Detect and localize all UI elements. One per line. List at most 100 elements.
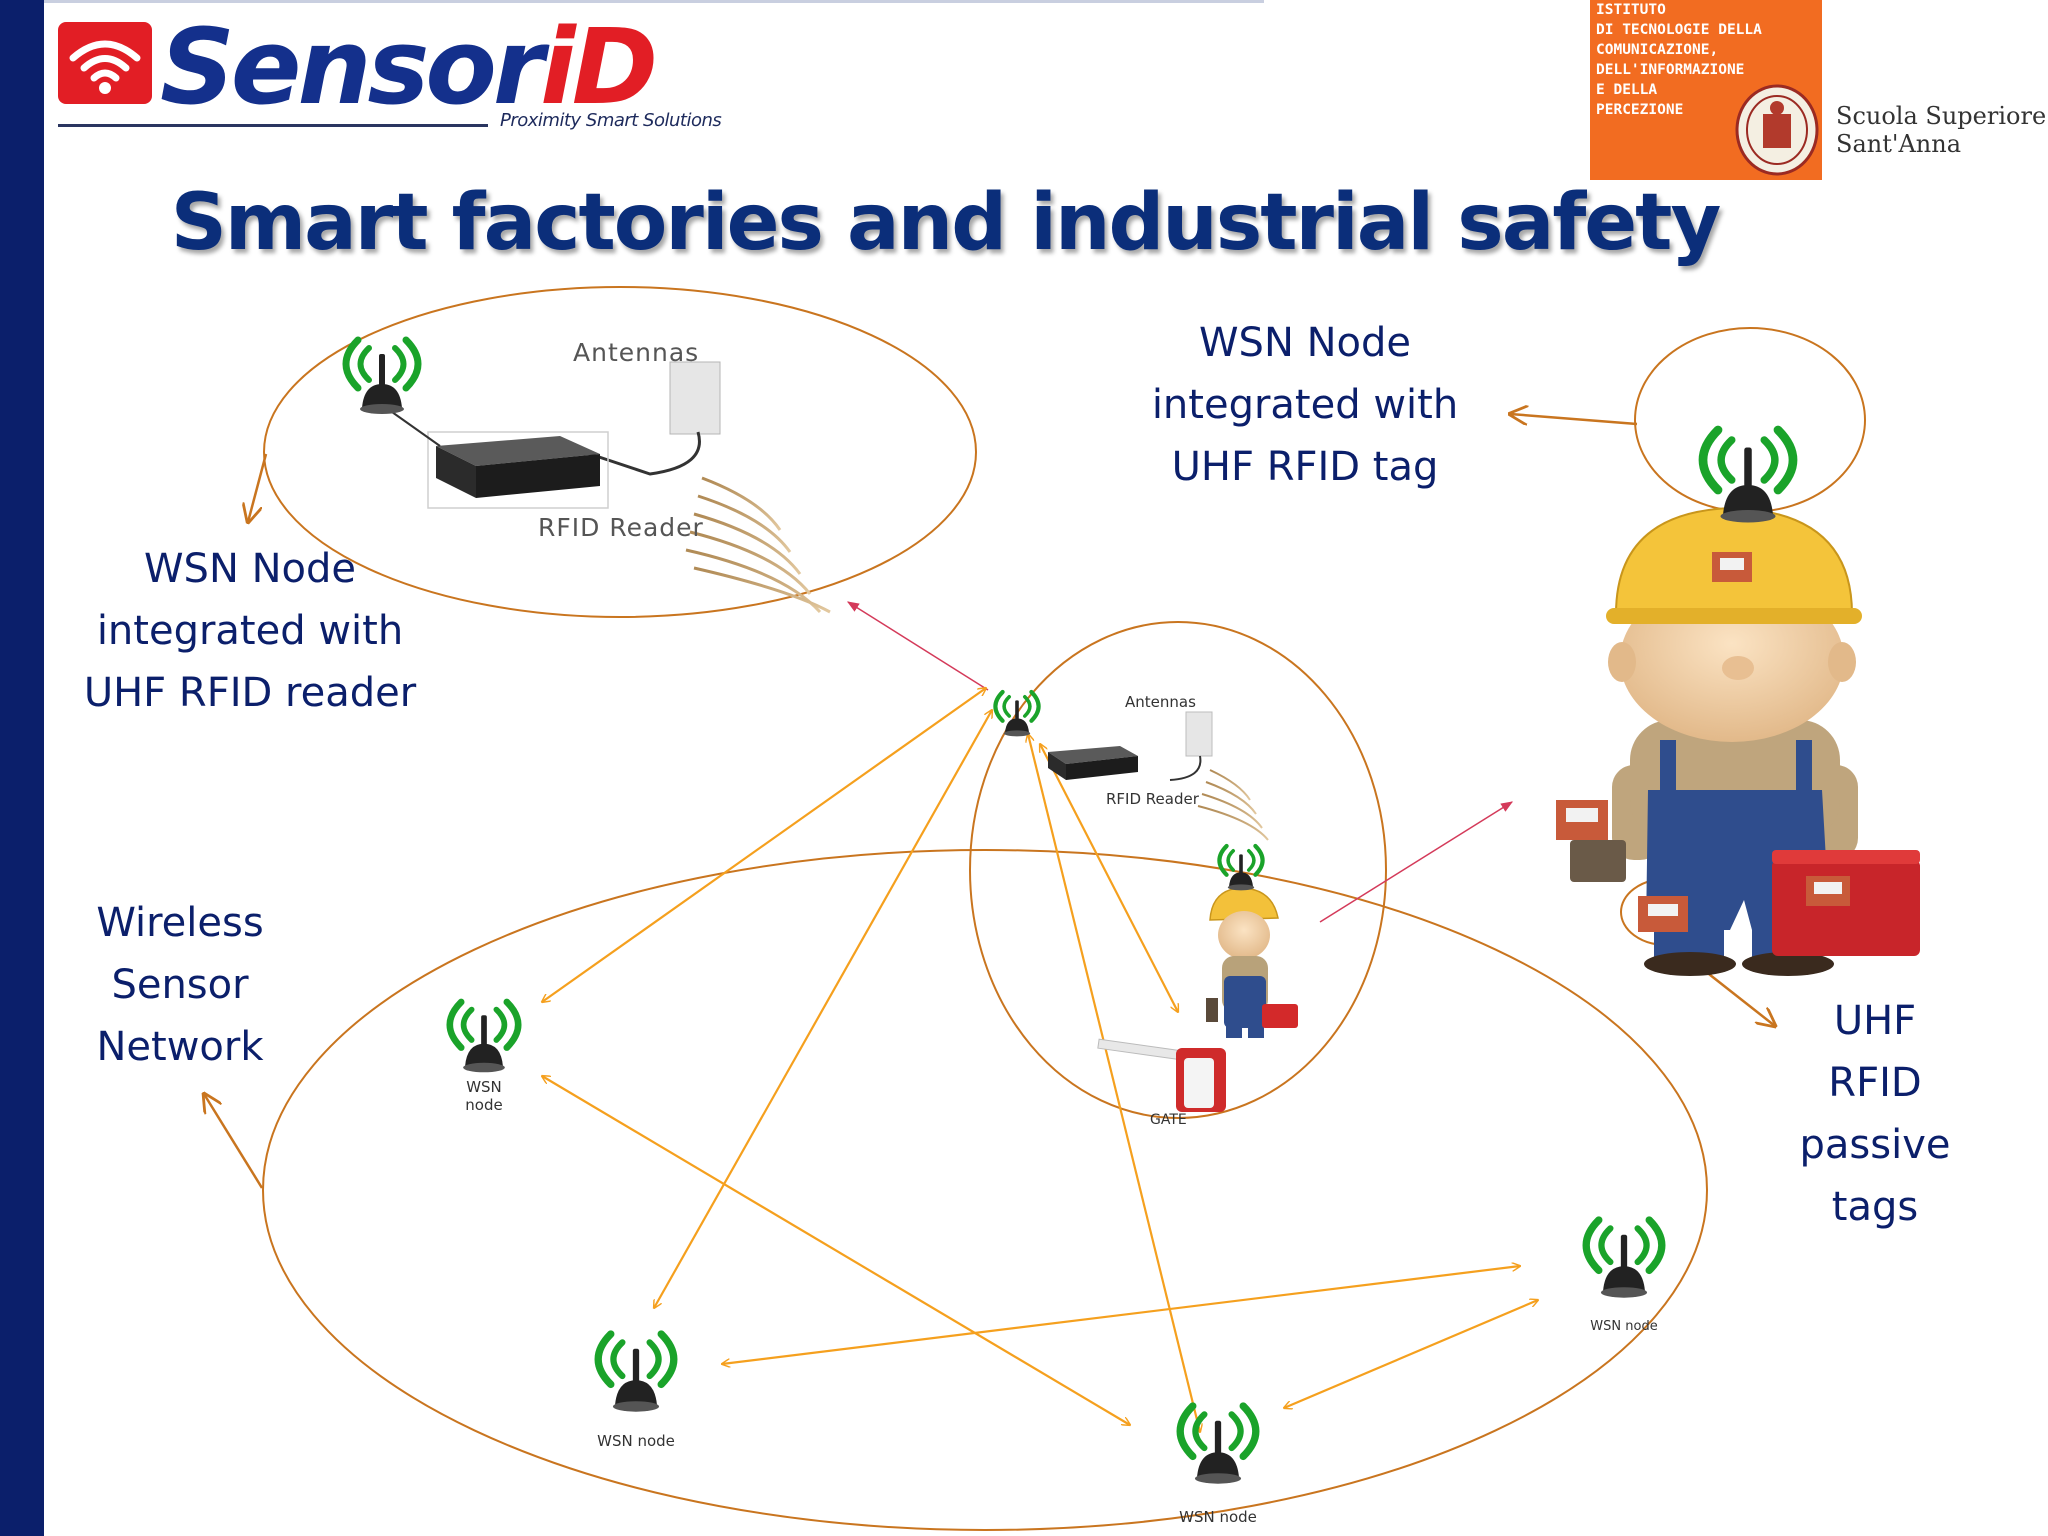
node-base <box>1197 1452 1239 1478</box>
signal-wave-right <box>1253 843 1265 877</box>
network-link <box>722 1266 1520 1364</box>
network-link <box>654 710 992 1308</box>
signal-wave-right <box>1023 694 1032 718</box>
small-worker-toolbox <box>1262 1004 1298 1028</box>
signal-wave-right <box>402 336 422 392</box>
reader-cable <box>577 431 701 476</box>
helmet-rfid-tag-label <box>1720 558 1744 570</box>
node-antenna <box>379 354 385 386</box>
school-line: Scuola Superiore <box>1836 102 2047 130</box>
small-worker-illustration <box>1206 887 1298 1038</box>
wsn-node-bottom-mid-label: WSN node <box>1179 1508 1257 1526</box>
institute-line: ISTITUTO <box>1596 2 1666 18</box>
reader-box-front <box>436 446 476 498</box>
pointer-arrow <box>204 1094 264 1189</box>
node-antenna <box>632 1348 640 1383</box>
node-base <box>1229 872 1253 887</box>
signal-wave-left <box>1192 1411 1208 1452</box>
wsn-node-left-label-line2: node <box>465 1096 502 1114</box>
signal-wave-left <box>446 998 465 1051</box>
node-base-shadow <box>1227 884 1255 891</box>
worker-shoe <box>1742 952 1834 976</box>
node-base <box>1723 485 1773 515</box>
institute-line: DELL'INFORMAZIONE <box>1596 62 1745 78</box>
institute-text: ISTITUTO DI TECNOLOGIE DELLA COMUNICAZIO… <box>1596 0 1818 120</box>
worker-shoe <box>1644 952 1736 976</box>
large-worker-illustration <box>1556 506 1920 976</box>
node-base <box>1603 1266 1645 1292</box>
reader-box-outline <box>427 431 609 509</box>
small-worker-tool <box>1206 998 1218 1022</box>
wsn-node-right <box>1582 1216 1666 1298</box>
signal-wave-right <box>1228 1411 1244 1452</box>
label-line: passive <box>1799 1122 1951 1168</box>
node-cable <box>391 411 441 447</box>
toolbox-lid <box>1772 850 1920 864</box>
page-title: Smart factories and industrial safety <box>170 178 1722 268</box>
signal-wave-right <box>503 998 522 1051</box>
pointer-arrow <box>1510 414 1638 424</box>
small-worker-leg <box>1226 1026 1242 1038</box>
node-base <box>465 1043 503 1067</box>
antennas-small-label: Antennas <box>1125 693 1196 711</box>
wsn-node-left-label-line1: WSN <box>466 1078 502 1096</box>
reader-box-small <box>1048 746 1138 764</box>
signal-wave-left <box>594 1330 615 1389</box>
label-line: WSN Node <box>1199 320 1411 366</box>
network-link <box>1040 744 1178 1012</box>
pointer-arrow <box>248 453 268 522</box>
brand-name-part1: Sensor <box>160 6 544 128</box>
signal-wave-left <box>1698 425 1723 495</box>
wsn-node-right-label: WSN node <box>1590 1319 1657 1334</box>
worker-strap <box>1660 740 1676 800</box>
signal-wave-left <box>342 336 362 392</box>
gate-label: GATE <box>1150 1112 1187 1128</box>
wifi-logo-icon <box>58 22 152 104</box>
node-base-shadow <box>1194 1473 1242 1484</box>
antennas-large-label: Antennas <box>573 338 699 367</box>
node-antenna <box>481 1015 487 1046</box>
label-line: UHF RFID reader <box>83 670 417 716</box>
signal-wave-right <box>646 1339 662 1380</box>
institute-line: COMUNICAZIONE, <box>1596 42 1719 58</box>
label-wsn-rfid-tag: WSN Node integrated with UHF RFID tag <box>1140 312 1470 498</box>
signal-wave-right <box>1760 436 1779 484</box>
label-line: integrated with <box>96 608 404 654</box>
reader-box-small-side <box>1066 756 1138 780</box>
network-links <box>542 688 1538 1432</box>
reader-box-side <box>476 454 600 498</box>
signal-wave-left <box>1598 1225 1614 1266</box>
antenna-panel <box>669 361 721 435</box>
institute-line: E DELLA <box>1596 82 1658 98</box>
brand-tagline: Proximity Smart Solutions <box>500 110 722 131</box>
signal-wave-right <box>1247 848 1256 872</box>
node-base-shadow <box>463 1062 505 1073</box>
signal-wave-right <box>392 345 407 383</box>
brand-rule <box>58 124 488 127</box>
node-base <box>362 384 402 408</box>
signal-wave-right <box>1239 1402 1260 1461</box>
wsn-node-bottom-left-label: WSN node <box>597 1432 675 1450</box>
rf-waves <box>685 476 831 614</box>
antenna-panel-small <box>1185 711 1213 757</box>
top-rule <box>44 0 1264 3</box>
gate-barrier: GATE <box>1097 1038 1226 1128</box>
gate-post-cap <box>1184 1058 1214 1108</box>
wsn-node-bottom-mid <box>1176 1402 1260 1484</box>
worker-nose <box>1722 656 1754 680</box>
label-line: integrated with <box>1151 382 1459 428</box>
node-antenna <box>1214 1420 1222 1455</box>
wsn-node-worker-small <box>1217 843 1265 891</box>
network-link <box>542 688 986 1002</box>
signal-wave-right <box>493 1006 508 1043</box>
worker-helmet-brim <box>1606 608 1862 624</box>
gate-arm <box>1097 1038 1185 1061</box>
worker-ear <box>1608 642 1636 682</box>
node-base <box>1005 718 1029 733</box>
zoom-arrow <box>846 601 989 691</box>
signal-wave-left <box>993 689 1005 723</box>
node-base-shadow <box>1720 510 1776 523</box>
signal-wave-left <box>1002 694 1011 718</box>
seal-icon <box>1735 84 1819 176</box>
node-antenna <box>1620 1234 1628 1269</box>
